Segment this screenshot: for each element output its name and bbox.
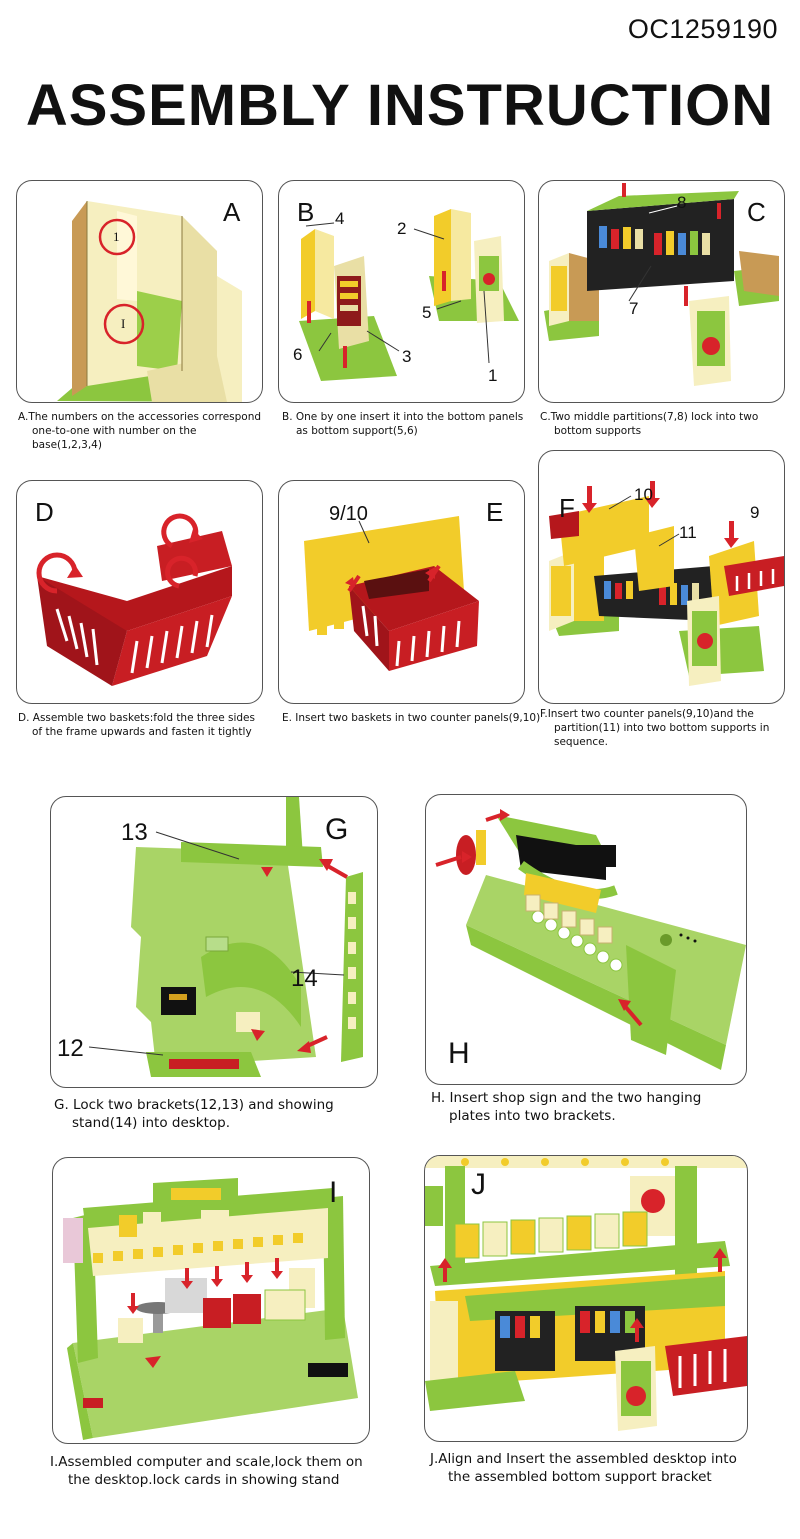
step-i-illustration	[63, 1178, 358, 1440]
step-b-caption-line-2: as bottom support(5,6)	[296, 425, 418, 437]
step-c-panel: 8 7 C	[538, 180, 785, 403]
step-b-label-3: 3	[402, 347, 412, 366]
step-g-caption: G. Lock two brackets(12,13) and showing …	[54, 1096, 374, 1132]
step-b-caption-line-1: B. One by one insert it into the bottom …	[282, 411, 524, 423]
step-g-panel: 13 G 14 12	[50, 796, 378, 1088]
step-j-caption-line-2: the assembled bottom support bracket	[448, 1469, 712, 1485]
step-d-caption: D. Assemble two baskets:fold the three s…	[18, 711, 278, 739]
step-b-label-5: 5	[422, 303, 432, 322]
step-e-caption-line-1: E. Insert two baskets in two counter pan…	[282, 712, 541, 724]
step-e-illustration	[304, 516, 479, 671]
step-g-letter: G	[325, 813, 349, 846]
step-i-panel: I	[52, 1157, 370, 1444]
step-g-caption-line-2: stand(14) into desktop.	[72, 1115, 231, 1131]
step-i-caption-line-1: I.Assembled computer and scale,lock them…	[50, 1454, 363, 1470]
step-f-caption-line-3: sequence.	[554, 736, 608, 748]
step-b-label-2: 2	[397, 219, 407, 238]
step-c-label-7: 7	[629, 299, 639, 318]
step-c-caption-line-1: C.Two middle partitions(7,8) lock into t…	[540, 411, 759, 423]
step-g-label-12: 12	[57, 1035, 84, 1062]
step-i-letter: I	[329, 1176, 338, 1209]
step-j-letter: J	[471, 1168, 486, 1201]
step-d-illustration	[36, 513, 232, 686]
step-h-caption-line-1: H. Insert shop sign and the two hanging	[431, 1090, 702, 1106]
product-code: OC1259190	[627, 14, 778, 44]
step-h-letter: H	[448, 1037, 470, 1070]
step-f-caption: F.Insert two counter panels(9,10)and the…	[540, 707, 800, 749]
step-j-caption-line-1: J.Align and Insert the assembled desktop…	[430, 1451, 737, 1467]
step-c-label-8: 8	[677, 193, 687, 212]
step-e-label-9-10: 9/10	[329, 503, 368, 525]
step-b-label-4: 4	[335, 209, 345, 228]
step-h-caption-line-2: plates into two brackets.	[449, 1108, 616, 1124]
step-b-illustration	[299, 209, 519, 381]
step-f-panel: F 10 11 9	[538, 450, 785, 704]
step-a-caption: A.The numbers on the accessories corresp…	[18, 410, 268, 452]
step-a-label-1: 1	[113, 229, 120, 244]
step-g-illustration	[88, 797, 363, 1077]
step-j-caption: J.Align and Insert the assembled desktop…	[430, 1450, 760, 1486]
step-i-caption: I.Assembled computer and scale,lock them…	[50, 1453, 380, 1489]
step-c-caption: C.Two middle partitions(7,8) lock into t…	[540, 410, 790, 438]
step-c-illustration	[544, 183, 779, 386]
step-f-illustration	[549, 481, 784, 686]
step-f-label-9: 9	[750, 503, 760, 522]
step-a-panel: 1 I A	[16, 180, 263, 403]
step-h-caption: H. Insert shop sign and the two hanging …	[431, 1089, 751, 1125]
step-f-label-10: 10	[634, 485, 653, 504]
step-c-caption-line-2: bottom supports	[554, 425, 642, 437]
step-j-illustration	[425, 1156, 747, 1431]
step-e-letter: E	[486, 497, 504, 527]
step-d-caption-line-2: of the frame upwards and fasten it tight…	[32, 726, 252, 738]
step-h-panel: H	[425, 794, 747, 1085]
step-a-label-2: I	[121, 316, 126, 331]
step-e-panel: 9/10 E	[278, 480, 525, 704]
step-f-caption-line-2: partition(11) into two bottom supports i…	[554, 722, 770, 734]
step-f-caption-line-1: F.Insert two counter panels(9,10)and the	[540, 708, 754, 720]
step-g-label-13: 13	[121, 819, 148, 846]
step-g-caption-line-1: G. Lock two brackets(12,13) and showing	[54, 1097, 334, 1113]
step-a-caption-line-2: one-to-one with number on the base(1,2,3…	[32, 425, 197, 451]
step-a-illustration	[57, 201, 242, 402]
step-i-caption-line-2: the desktop.lock cards in showing stand	[68, 1472, 340, 1488]
step-g-label-14: 14	[291, 965, 318, 992]
step-e-caption: E. Insert two baskets in two counter pan…	[282, 711, 542, 725]
step-h-illustration	[435, 809, 746, 1070]
step-d-panel: D	[16, 480, 263, 704]
step-b-label-6: 6	[293, 345, 303, 364]
step-b-panel: B 4 2 5 6 3 1	[278, 180, 525, 403]
step-a-letter: A	[223, 197, 241, 227]
page-title: ASSEMBLY INSTRUCTION	[25, 73, 775, 138]
step-f-label-11: 11	[679, 523, 697, 542]
step-b-label-1: 1	[488, 366, 498, 385]
step-d-caption-line-1: D. Assemble two baskets:fold the three s…	[18, 712, 255, 724]
step-b-letter: B	[297, 197, 315, 227]
step-j-panel: J	[424, 1155, 748, 1442]
step-d-letter: D	[35, 497, 54, 527]
step-b-caption: B. One by one insert it into the bottom …	[282, 410, 532, 438]
step-a-caption-line-1: A.The numbers on the accessories corresp…	[18, 411, 262, 423]
step-c-letter: C	[747, 197, 766, 227]
step-f-letter: F	[559, 493, 575, 523]
